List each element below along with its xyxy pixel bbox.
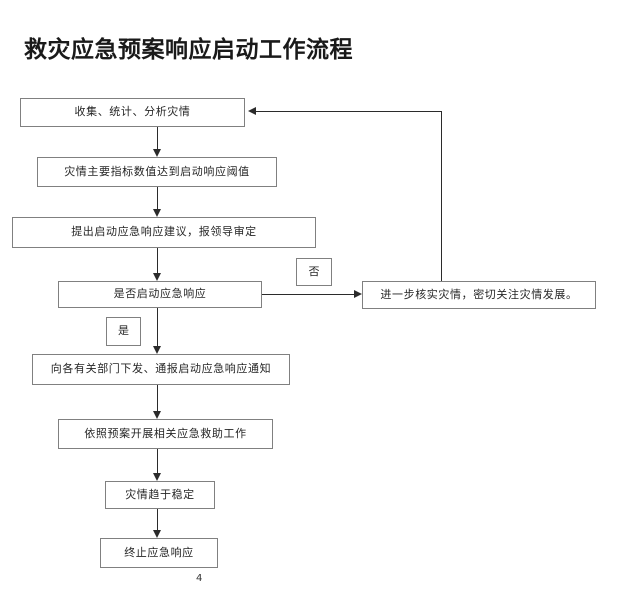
- node-decision-start-response[interactable]: 是否启动应急响应: [58, 281, 262, 308]
- arrowhead-propose-to-decision: [153, 273, 161, 281]
- arrowhead-verify-to-collect: [248, 107, 256, 115]
- arrowhead-rescue-to-stable: [153, 473, 161, 481]
- node-collect-analyze-disaster[interactable]: 收集、统计、分析灾情: [20, 98, 245, 127]
- node-threshold-reached[interactable]: 灾情主要指标数值达到启动响应阈值: [37, 157, 277, 187]
- arrowhead-decision-to-verify: [354, 290, 362, 298]
- node-verify-monitor-disaster[interactable]: 进一步核实灾情，密切关注灾情发展。: [362, 281, 596, 309]
- connector-notify-to-rescue: [157, 385, 158, 411]
- arrowhead-notify-to-rescue: [153, 411, 161, 419]
- arrowhead-threshold-to-propose: [153, 209, 161, 217]
- connector-collect-to-threshold: [157, 127, 158, 149]
- page-title: 救灾应急预案响应启动工作流程: [24, 37, 353, 63]
- connector-propose-to-decision: [157, 248, 158, 273]
- connector-verify-loop-vertical: [441, 111, 442, 281]
- connector-decision-to-verify: [262, 294, 354, 295]
- arrowhead-stable-to-terminate: [153, 530, 161, 538]
- edge-label-yes: 是: [106, 317, 141, 346]
- node-notify-departments[interactable]: 向各有关部门下发、通报启动应急响应通知: [32, 354, 290, 385]
- connector-decision-to-notify: [157, 308, 158, 346]
- node-carry-out-rescue[interactable]: 依照预案开展相关应急救助工作: [58, 419, 273, 449]
- connector-verify-loop-horizontal: [256, 111, 441, 112]
- connector-stable-to-terminate: [157, 509, 158, 530]
- edge-label-no: 否: [296, 258, 332, 286]
- arrowhead-collect-to-threshold: [153, 149, 161, 157]
- page-number: 4: [196, 573, 203, 584]
- connector-threshold-to-propose: [157, 187, 158, 209]
- node-terminate-response[interactable]: 终止应急响应: [100, 538, 218, 568]
- arrowhead-decision-to-notify: [153, 346, 161, 354]
- node-situation-stable[interactable]: 灾情趋于稳定: [105, 481, 215, 509]
- connector-rescue-to-stable: [157, 449, 158, 473]
- node-propose-response[interactable]: 提出启动应急响应建议，报领导审定: [12, 217, 316, 248]
